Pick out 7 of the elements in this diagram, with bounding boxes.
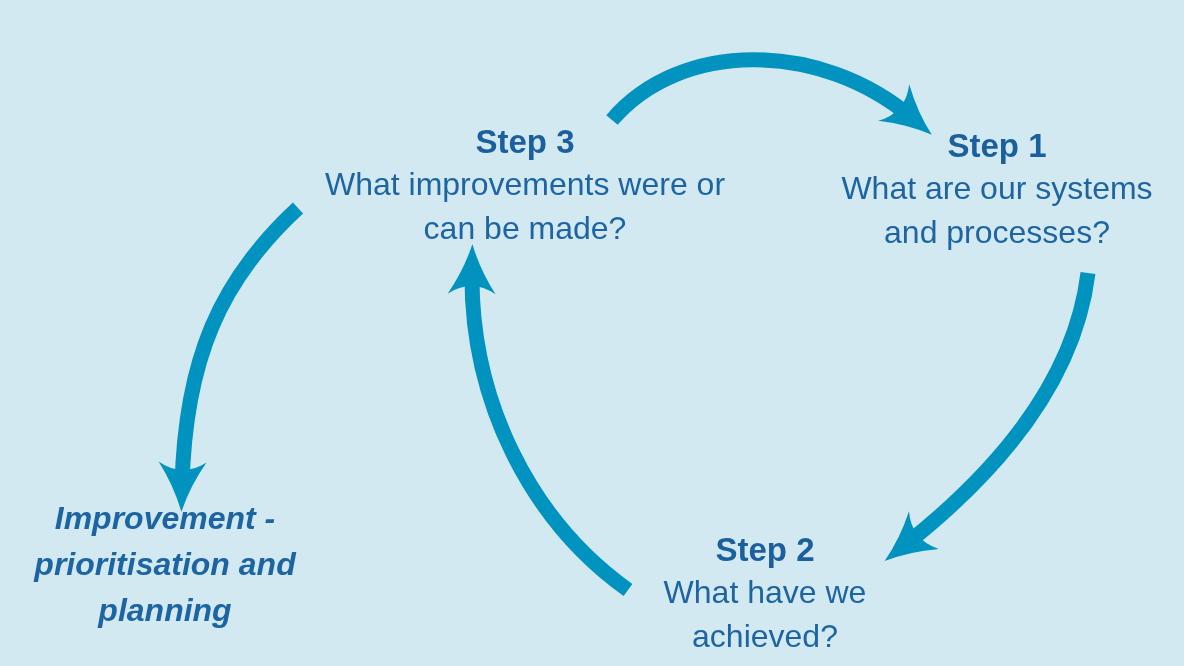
outcome-text: Improvement - prioritisation and planning [32,499,298,630]
step-question: What have we achieved? [662,573,868,656]
step-heading: Step 3 [474,122,576,162]
step-heading: Step 1 [946,126,1048,166]
step-question: What are our systems and processes? [840,169,1154,252]
step-heading: Step 2 [714,530,816,570]
step-question: What improvements were or can be made? [323,165,727,248]
